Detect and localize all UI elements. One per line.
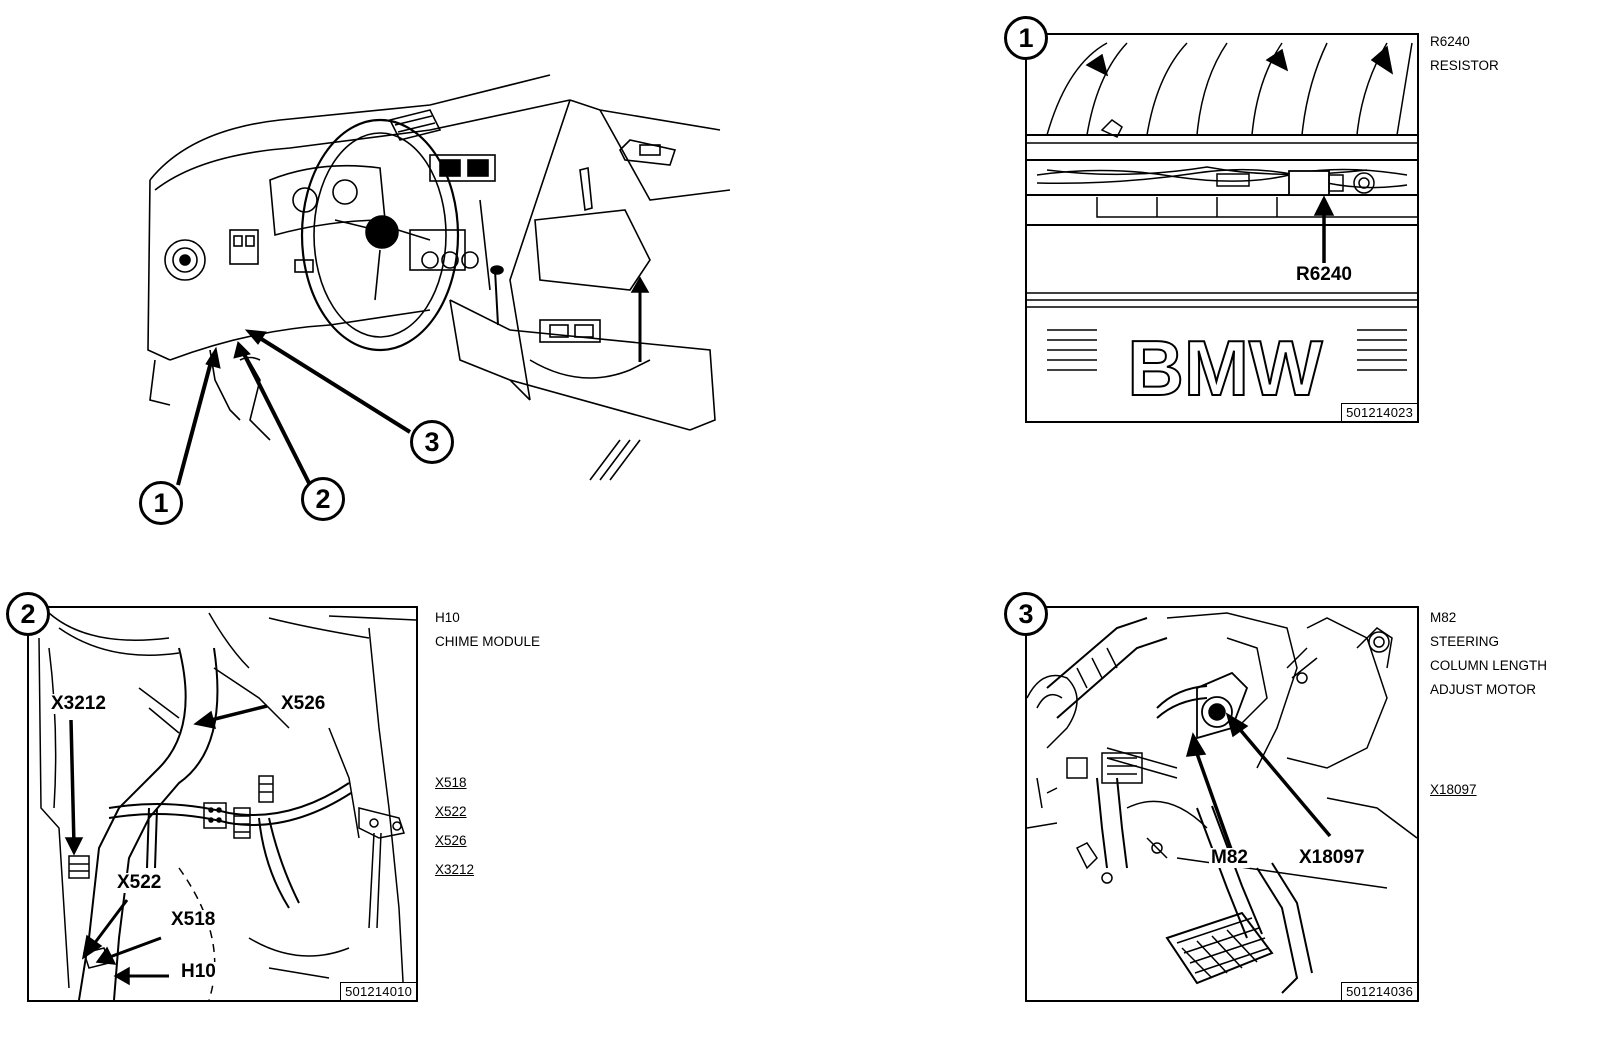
panel2-label-x518: X518 <box>169 909 218 930</box>
panel3-number: 3 <box>1004 592 1048 636</box>
panel3-label-m82: M82 <box>1209 847 1250 868</box>
panel1-side-code: R6240 <box>1430 34 1470 49</box>
panel2-number: 2 <box>6 592 50 636</box>
panel2-drawing <box>38 612 416 1000</box>
panel3-connector-x18097: X18097 <box>1430 782 1477 797</box>
panel3-connector-list: X18097 <box>1430 778 1477 802</box>
panel2-side-title: H10 CHIME MODULE <box>435 606 540 654</box>
panel3-side-line-3: ADJUST MOTOR <box>1430 682 1537 697</box>
panel3-side-code: M82 <box>1430 610 1457 625</box>
panel2-connector-list: X518 X522 X526 X3212 <box>435 768 474 884</box>
detail-panel-1: BMW R6240 501214023 <box>1025 33 1419 423</box>
panel3-label-x18097: X18097 <box>1297 847 1367 868</box>
overview-illustration <box>130 60 731 540</box>
panel2-side-code: H10 <box>435 610 460 625</box>
panel1-number: 1 <box>1004 16 1048 60</box>
panel2-label-x522: X522 <box>115 872 164 893</box>
panel2-label-h10: H10 <box>179 961 218 982</box>
panel1-figure-id: 501214023 <box>1341 403 1417 421</box>
panel2-label-x3212: X3212 <box>49 693 108 714</box>
detail-panel-2: X3212 X526 X522 X518 H10 501214010 <box>27 606 418 1002</box>
panel2-side-desc: CHIME MODULE <box>435 634 541 649</box>
panel3-side-line-1: STEERING <box>1430 634 1500 649</box>
panel2-label-x526: X526 <box>279 693 328 714</box>
detail-panel-3: M82 X18097 501214036 <box>1025 606 1419 1002</box>
panel1-side-desc: RESISTOR <box>1430 58 1499 73</box>
dashboard-drawing <box>147 74 731 486</box>
panel3-drawing <box>1027 612 1417 994</box>
panel2-connector-x526: X526 <box>435 833 467 848</box>
panel2-connector-x522: X522 <box>435 804 467 819</box>
overview-callout-2: 2 <box>301 477 345 521</box>
panel1-label-r6240: R6240 <box>1294 264 1354 285</box>
overview-callout-1: 1 <box>139 481 183 525</box>
panel2-figure-id: 501214010 <box>340 982 416 1000</box>
panel2-connector-x3212: X3212 <box>435 862 475 877</box>
panel3-side-title: M82 STEERING COLUMN LENGTH ADJUST MOTOR <box>1430 606 1547 702</box>
panel1-bmw-badge: BMW <box>1128 324 1323 412</box>
panel1-side-text: R6240 RESISTOR <box>1430 30 1499 78</box>
panel3-figure-id: 501214036 <box>1341 982 1417 1000</box>
panel1-drawing: BMW <box>1027 42 1417 413</box>
panel2-connector-x518: X518 <box>435 775 467 790</box>
panel3-side-line-2: COLUMN LENGTH <box>1430 658 1548 673</box>
overview-callout-3: 3 <box>410 420 454 464</box>
